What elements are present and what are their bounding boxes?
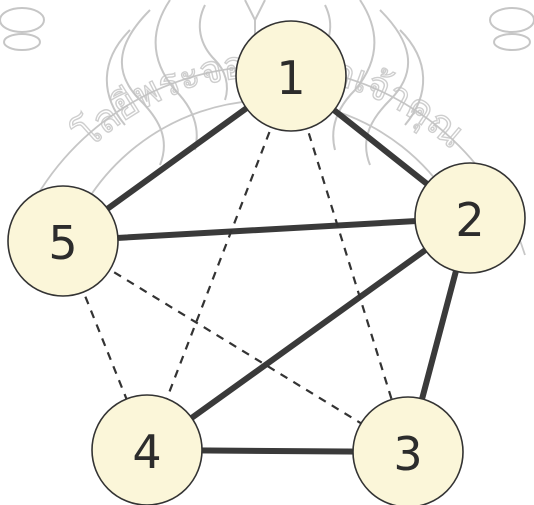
node-label: 3 [393, 427, 422, 481]
node-label: 1 [276, 51, 305, 105]
node-3: 3 [353, 397, 463, 505]
edge-1-4 [147, 76, 291, 450]
node-4: 4 [92, 395, 202, 505]
nodes-layer: 1 2 3 4 5 [8, 21, 525, 505]
node-label: 5 [48, 216, 77, 270]
node-5: 5 [8, 186, 118, 296]
node-label: 2 [455, 193, 484, 247]
edge-2-5 [63, 218, 470, 241]
node-2: 2 [415, 163, 525, 273]
edge-1-3 [291, 76, 408, 452]
node-label: 4 [132, 425, 161, 479]
node-1: 1 [236, 21, 346, 131]
edges-layer [63, 76, 470, 452]
